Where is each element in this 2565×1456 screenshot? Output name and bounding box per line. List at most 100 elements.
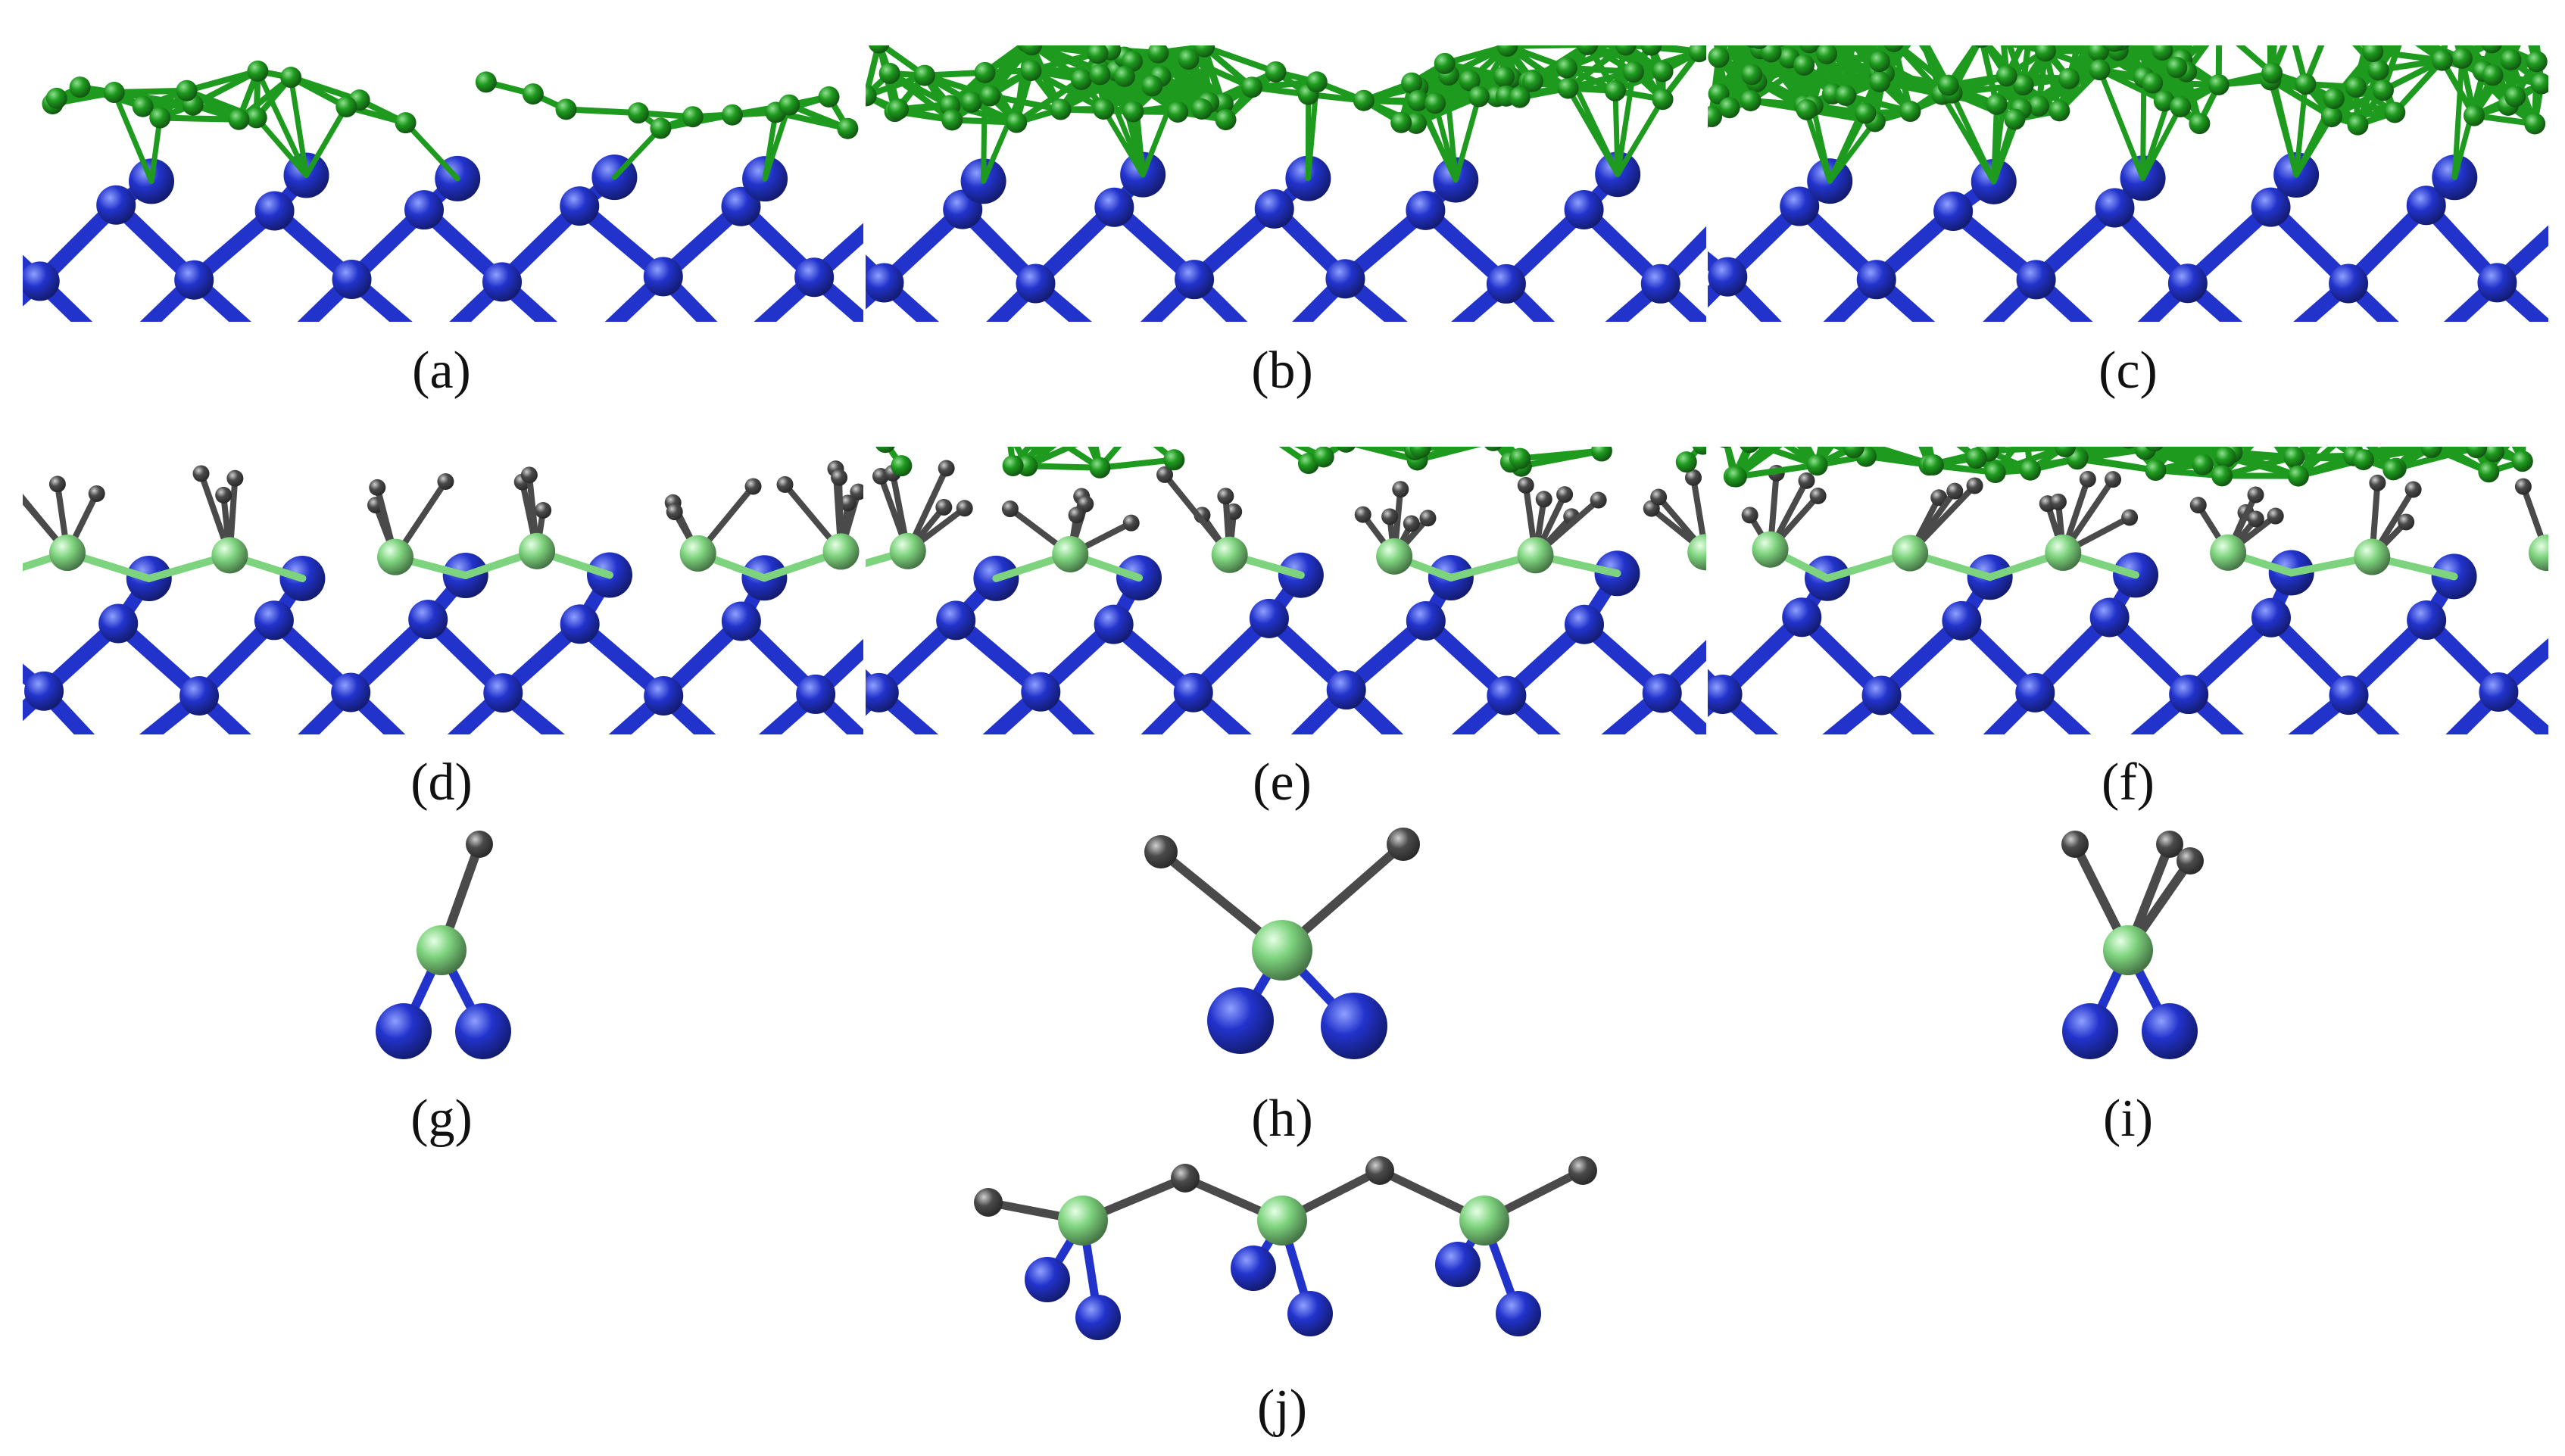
fluorine-bond — [1752, 0, 1777, 12]
fluorine-bond — [2147, 422, 2155, 441]
fluorine-bond — [1769, 12, 1777, 27]
fluorine-bond — [1725, 432, 1797, 438]
fluorine-bond — [2030, 27, 2100, 29]
fluorine-bond — [1726, 33, 1758, 39]
fluorine-bond — [1829, 418, 1853, 426]
fluorine-atom — [1971, 27, 1992, 48]
fluorine-atom — [1167, 101, 1188, 123]
fluorine-atom — [2358, 21, 2379, 42]
fluorine-atom — [875, 432, 896, 453]
substrate-bond — [804, 572, 835, 620]
fluorine-bond — [1924, 8, 1933, 9]
fluorine-bond — [2168, 0, 2213, 25]
fluorine-atom — [879, 63, 900, 84]
fluorine-bond — [2369, 32, 2402, 33]
fluorine-bond — [2369, 0, 2398, 32]
fluorine-atom — [2443, 402, 2464, 423]
fluorine-atom — [1938, 75, 1959, 96]
fluorine-atom — [2466, 437, 2487, 458]
fluorine-bond — [1914, 0, 1919, 30]
fluorine-bond — [1726, 0, 1752, 33]
fluorine-atom — [1623, 61, 1644, 83]
fluorine-bond — [2145, 418, 2192, 449]
substrate-atom — [1207, 987, 1274, 1054]
fluorine-bond — [1757, 425, 1828, 426]
fluorine-bond — [1753, 12, 1777, 37]
fluorine-bond — [2128, 418, 2191, 438]
fluorine-bond — [2429, 440, 2431, 447]
adsorbate-atom — [890, 533, 926, 569]
substrate-atom — [1653, 155, 1699, 201]
fluorine-bond — [2109, 30, 2145, 33]
fluorine-bond — [2128, 417, 2189, 438]
fluorine-bond — [2145, 0, 2189, 30]
fluorine-bond — [2168, 0, 2229, 26]
fluorine-atom — [2512, 451, 2533, 472]
fluorine-bond — [2429, 440, 2476, 448]
fluorine-atom — [2020, 18, 2041, 39]
fluorine-bond — [2270, 10, 2276, 19]
fluorine-bond — [1995, 4, 2045, 51]
carbon-atom — [2267, 508, 2284, 525]
fluorine-bond — [2499, 398, 2515, 399]
fluorine-bond — [2291, 0, 2329, 28]
fluorine-bond — [1753, 36, 1780, 37]
fluorine-bond — [1726, 0, 1746, 33]
fluorine-atom — [1124, 417, 1145, 438]
fluorine-atom — [1991, 13, 2012, 34]
fluorine-bond — [1794, 418, 1853, 420]
fluorine-bond — [1868, 27, 1910, 32]
substrate-atom — [1643, 673, 1682, 712]
fluorine-bond — [1773, 25, 1793, 34]
fluorine-atom — [2368, 60, 2389, 81]
fluorine-bond — [2476, 419, 2507, 435]
adsorbate-atom — [519, 533, 555, 569]
fluorine-atom — [149, 108, 170, 129]
fluorine-bond — [2353, 429, 2432, 447]
fluorine-bond — [2074, 0, 2111, 39]
substrate-atom — [794, 257, 834, 297]
fluorine-bond — [1855, 0, 1914, 29]
fluorine-bond — [2267, 409, 2339, 414]
fluorine-bond — [1726, 2, 1738, 33]
fluorine-bond — [2494, 399, 2514, 452]
carbon-atom — [2105, 471, 2121, 488]
fluorine-bond — [2100, 27, 2145, 31]
fluorine-atom — [2500, 49, 2521, 70]
fluorine-bond — [2219, 10, 2276, 27]
fluorine-bond — [2492, 13, 2532, 43]
fluorine-atom — [2186, 408, 2207, 429]
substrate-atom — [785, 601, 824, 641]
fluorine-atom — [2319, 0, 2340, 3]
fluorine-bond — [1747, 0, 1753, 37]
fluorine-atom — [2004, 109, 2025, 130]
fluorine-bond — [1914, 0, 1945, 1]
carbon-atom — [745, 478, 762, 494]
fluorine-bond — [1883, 27, 1910, 30]
fluorine-bond — [1753, 0, 1768, 37]
panel-label-d: (d) — [410, 753, 473, 812]
fluorine-bond — [2454, 413, 2507, 419]
substrate-atom — [872, 188, 912, 227]
panel-clip — [785, 413, 1755, 768]
fluorine-bond — [1747, 0, 1769, 27]
fluorine-bond — [1883, 1, 1944, 30]
substrate-atom — [254, 600, 294, 640]
fluorine-bond — [2270, 18, 2291, 28]
fluorine-bond — [2030, 0, 2033, 29]
fluorine-atom — [2322, 8, 2343, 29]
fluorine-atom — [2158, 15, 2179, 36]
fluorine-bond — [1726, 33, 1752, 37]
fluorine-atom — [1986, 94, 2007, 115]
substrate-atom — [404, 190, 444, 229]
fluorine-bond — [2213, 0, 2219, 27]
fluorine-bond — [2120, 0, 2170, 40]
substrate-atom — [2062, 1003, 2118, 1059]
fluorine-bond — [1747, 0, 1759, 39]
fluorine-bond — [1794, 420, 1833, 422]
fluorine-atom — [891, 455, 912, 476]
fluorine-bond — [2100, 27, 2114, 42]
fluorine-atom — [2382, 459, 2404, 480]
fluorine-bond — [1749, 426, 1757, 442]
fluorine-bond — [1809, 33, 1846, 42]
